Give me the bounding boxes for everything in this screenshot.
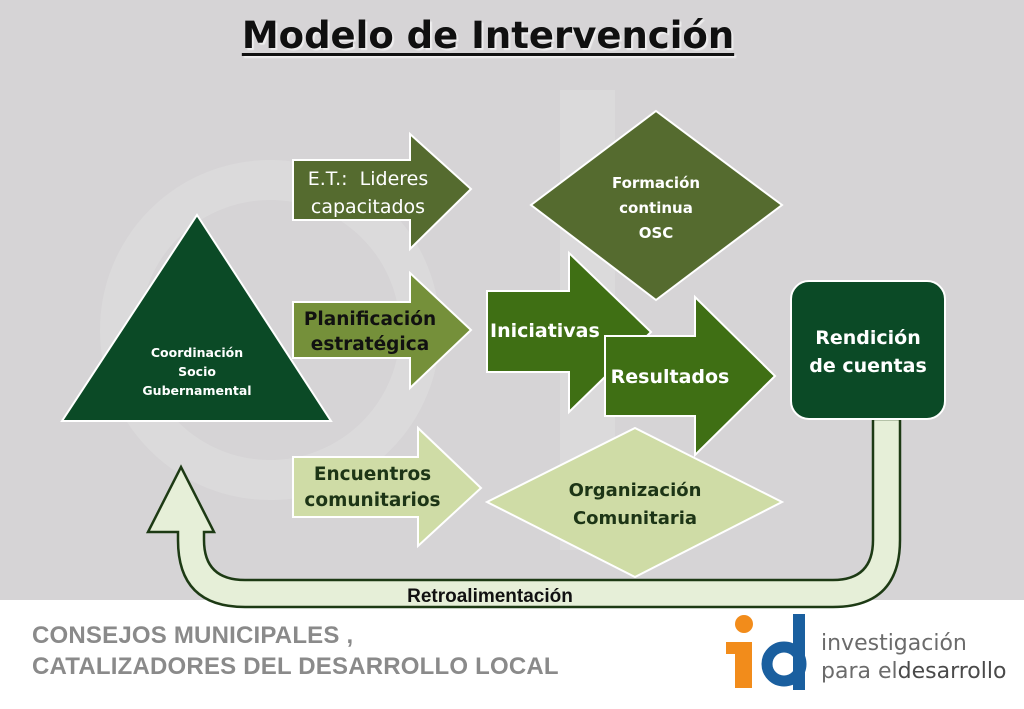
encuentros-label: Encuentros comunitarios [295,462,450,514]
rendicion-label: Rendición de cuentas [795,324,941,380]
logo-line1: investigación [821,631,967,656]
feedback-arrow [145,417,902,609]
planificacion-label: Planificación estratégica [290,307,450,357]
et-label: E.T.: Lideres capacitados [293,165,443,221]
logo-line2-light: para el [821,659,898,685]
logo-line2: para eldesarrollo [821,660,1006,684]
organizacion-diamond [484,426,785,579]
triangle-line2: Socio [178,364,216,379]
formacion-line2: continua [619,199,693,217]
footer-band [0,600,1024,709]
planificacion-line2: estratégica [310,334,430,355]
logo-line2-bold: desarrollo [897,659,1007,685]
et-line2: capacitados [310,196,426,218]
page-title: Modelo de Intervención [241,14,735,57]
organizacion-line2: Comunitaria [572,508,698,529]
rendicion-line1: Rendición [815,327,921,349]
organizacion-label: Organización Comunitaria [550,477,720,533]
footer-line2: CATALIZADORES DEL DESARROLLO LOCAL [32,653,559,680]
planificacion-arrow [292,270,473,391]
formacion-diamond [529,109,784,302]
organizacion-line1: Organización [568,480,702,501]
rendicion-line2: de cuentas [809,355,927,377]
feedback-label: Retroalimentación [407,586,573,607]
resultados-label: Resultados [610,366,730,388]
coordinacion-triangle [60,213,333,422]
planificacion-line1: Planificación [303,309,437,330]
logo-mark [726,614,807,690]
coordinacion-label: Coordinación Socio Gubernamental [132,343,262,400]
encuentros-line2: comunitarios [304,490,441,511]
et-line1: E.T.: Lideres [307,168,429,190]
triangle-line1: Coordinación [150,345,244,360]
logo-text: investigación para eldesarrollo [821,631,1006,684]
resultados-arrow [604,294,777,458]
formacion-line3: OSC [638,224,674,242]
et-arrow [292,131,473,252]
formacion-line1: Formación [611,174,701,192]
encuentros-line1: Encuentros [313,464,432,485]
triangle-line3: Gubernamental [142,383,252,398]
formacion-label: Formación continua OSC [596,171,716,246]
encuentros-arrow [292,425,483,549]
iniciativas-label: Iniciativas [490,320,600,342]
rendicion-box [790,280,946,420]
footer-line1: CONSEJOS MUNICIPALES , [32,622,354,649]
